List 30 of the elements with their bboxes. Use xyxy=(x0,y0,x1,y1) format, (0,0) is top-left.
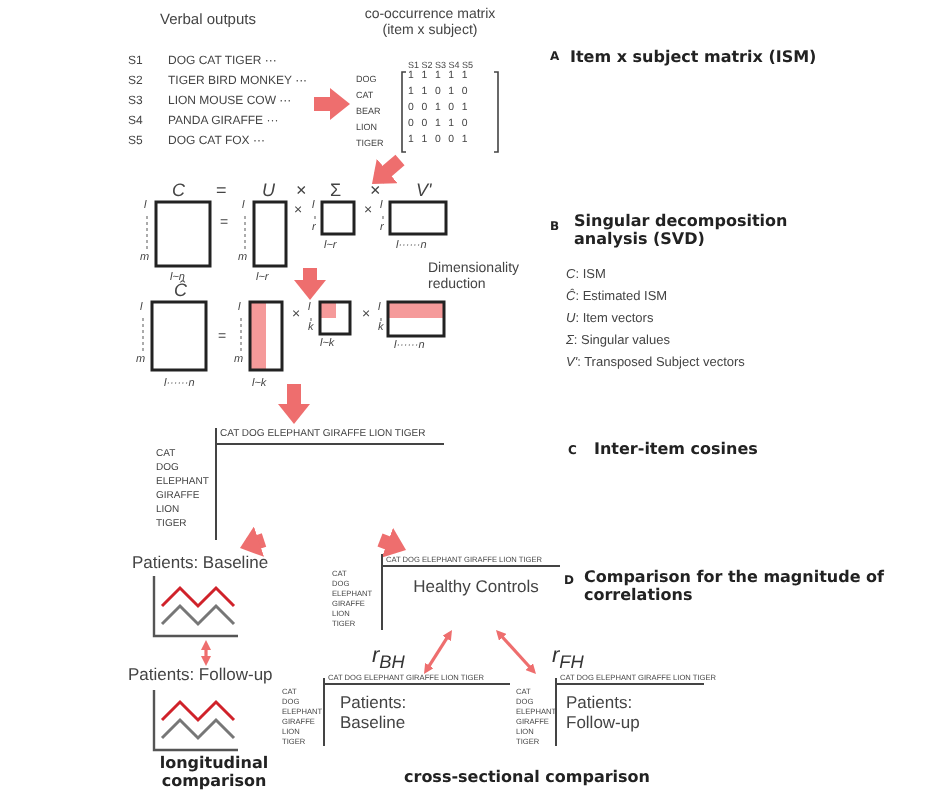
equation-symbol: V' xyxy=(416,180,432,201)
group-label: Patients: Baseline xyxy=(340,694,409,734)
equation-symbol: Σ xyxy=(330,180,342,201)
double-arrow xyxy=(201,640,211,666)
block-arrow xyxy=(240,526,267,557)
section-title: Item x subject matrix (ISM) xyxy=(570,48,817,67)
section-title: Inter-item cosines xyxy=(594,440,758,459)
equation-symbol: × xyxy=(296,180,307,201)
group-label: Patients: Follow-up xyxy=(566,694,642,734)
group-label: Healthy Controls xyxy=(411,578,541,598)
block-arrow xyxy=(377,527,406,558)
equation-symbol: Ĉ xyxy=(174,280,187,301)
double-arrow xyxy=(424,630,452,674)
block-arrow xyxy=(294,268,326,300)
double-arrow xyxy=(496,630,536,674)
chart-title: Patients: Follow-up xyxy=(128,666,273,686)
section-title: Singular decomposition analysis (SVD) xyxy=(574,212,790,249)
section-title: Comparison for the magnitude of correlations xyxy=(584,568,887,605)
chart-title: Patients: Baseline xyxy=(132,554,269,574)
equation-symbol: U xyxy=(262,180,275,201)
block-arrow xyxy=(372,154,405,184)
edge-label: r$_{FH}$ xyxy=(552,644,584,674)
edge-label: r$_{BH}$ xyxy=(372,644,405,674)
block-arrow xyxy=(314,88,350,120)
comparison-label: cross-sectional comparison xyxy=(404,768,650,787)
equation-symbol: × xyxy=(370,180,381,200)
block-arrow xyxy=(278,384,310,424)
equation-symbol: = xyxy=(216,180,227,201)
equation-symbol: C xyxy=(172,180,185,201)
comparison-label: longitudinal comparison xyxy=(157,754,271,791)
